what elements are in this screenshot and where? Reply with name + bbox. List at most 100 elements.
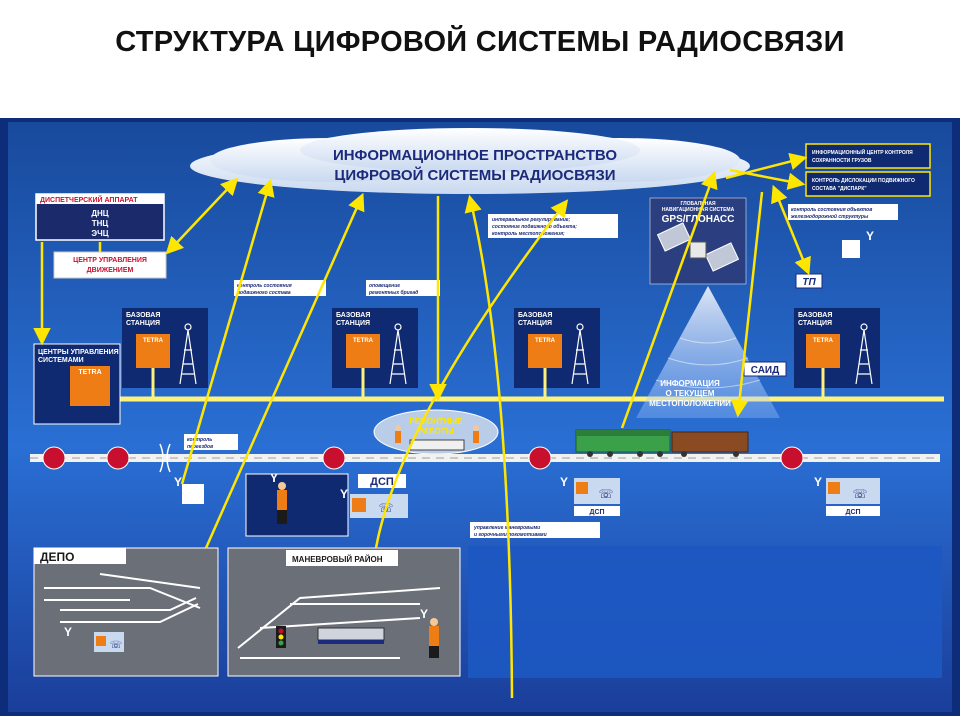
- crossing-line1: контроль: [187, 437, 212, 443]
- dsp-label-2: ДСП: [589, 509, 604, 516]
- traffic-center-line2: ДВИЖЕНИЕМ: [87, 267, 134, 274]
- cloud-line1: ИНФОРМАЦИОННОЕ ПРОСТРАНСТВО: [333, 147, 617, 164]
- system-centers-line1: ЦЕНТРЫ УПРАВЛЕНИЯ: [38, 349, 119, 356]
- information-space-cloud: ИНФОРМАЦИОННОЕ ПРОСТРАНСТВО ЦИФРОВОЙ СИС…: [190, 128, 750, 194]
- connection-lines: [33, 153, 811, 699]
- rolling-stock-line2: подвижного состава: [237, 290, 291, 296]
- dsp-station-3: ☏ Y ДСП: [814, 475, 880, 516]
- system-control-centers: ЦЕНТРЫ УПРАВЛЕНИЯ СИСТЕМАМИ TETRA: [33, 343, 121, 425]
- dsp-label-3: ДСП: [845, 509, 860, 516]
- base-station-2-line2: СТАНЦИЯ: [336, 320, 370, 327]
- antenna-icon: Y: [560, 475, 568, 489]
- cargo-info-line2: СОХРАННОСТИ ГРУЗОВ: [812, 158, 872, 164]
- base-station-1-line1: БАЗОВАЯ: [126, 312, 160, 319]
- phone-icon: ☏: [852, 487, 867, 501]
- dispatcher-item-ecc: ЭЧЦ: [91, 229, 108, 238]
- satellite-icon: [656, 222, 740, 272]
- cargo-info-line1: ИНФОРМАЦИОННЫЙ ЦЕНТР КОНТРОЛЯ: [812, 148, 913, 156]
- antenna-icon: Y: [270, 471, 278, 485]
- base-station-4-line1: БАЗОВАЯ: [798, 312, 832, 319]
- gps-caption2: НАВИГАЦИОННАЯ СИСТЕМА: [662, 207, 735, 213]
- dsp-label-main: ДСП: [370, 476, 394, 488]
- radio-tower-icon: [855, 323, 873, 385]
- signal-lights: [42, 446, 804, 470]
- radio-tower-icon: [389, 323, 407, 385]
- base-station-3-line2: СТАНЦИЯ: [518, 320, 552, 327]
- base-station-1-line2: СТАНЦИЯ: [126, 320, 160, 327]
- dispatcher-title: ДИСПЕТЧЕРСКИЙ АППАРАТ: [40, 195, 138, 204]
- signal-light-icon: [106, 446, 130, 470]
- infra-note-line2: железнодорожной структуры: [790, 213, 869, 220]
- cloud-line2: ЦИФРОВОЙ СИСТЕМЫ РАДИОСВЯЗИ: [334, 166, 615, 184]
- rolling-stock-line1: контроль состояния: [237, 283, 292, 289]
- tp-terminal: Y: [842, 229, 874, 258]
- dsp-station-main: ДСП ☏ Y Y: [245, 471, 408, 537]
- traffic-center-line1: ЦЕНТР УПРАВЛЕНИЯ: [73, 257, 147, 264]
- location-info-label: ИНФОРМАЦИЯ О ТЕКУЩЕМ МЕСТОПОЛОЖЕНИИ: [649, 379, 731, 408]
- antenna-icon: Y: [866, 229, 874, 243]
- gps-satellite: ГЛОБАЛЬНАЯ НАВИГАЦИОННАЯ СИСТЕМА GPS/ГЛО…: [649, 197, 747, 285]
- disp-park-line2: СОСТАВА "ДИСПАРК": [812, 186, 867, 192]
- antenna-icon: Y: [814, 475, 822, 489]
- repair-crews-note: оповещение ремонтных бригад: [366, 280, 440, 296]
- crossing-note: контроль переездов: [184, 434, 238, 450]
- disp-park-box: КОНТРОЛЬ ДИСЛОКАЦИИ ПОДВИЖНОГО СОСТАВА "…: [805, 171, 931, 197]
- shunting-locomotive-icon: [317, 627, 385, 644]
- crossing-icon: [159, 443, 171, 473]
- phone-icon: ☏: [598, 487, 613, 501]
- antenna-icon: Y: [420, 607, 428, 621]
- crossing-line2: переездов: [187, 444, 213, 450]
- system-centers-tetra: TETRA: [78, 369, 101, 376]
- location-info-line3: МЕСТОПОЛОЖЕНИИ: [649, 399, 731, 408]
- repair-line2: РАБОТЫ: [418, 427, 453, 436]
- location-info-line2: О ТЕКУЩЕМ: [666, 389, 715, 398]
- location-info-line1: ИНФОРМАЦИЯ: [660, 379, 720, 388]
- traffic-control-center-box: ЦЕНТР УПРАВЛЕНИЯ ДВИЖЕНИЕМ: [53, 251, 167, 279]
- gps-beam-arcs: [655, 337, 761, 389]
- base-station-1: БАЗОВАЯ СТАНЦИЯ TETRA: [122, 308, 208, 388]
- signal-light-icon: [528, 446, 552, 470]
- shunting-control-line2: и горочными локомотивами: [474, 532, 547, 538]
- signal-light-icon: [42, 446, 66, 470]
- interval-note: интервальное регулирование; состояние по…: [488, 214, 618, 238]
- dsp-station-2: ☏ Y ДСП: [560, 475, 620, 516]
- depot-tracks: [44, 573, 201, 623]
- tp-label: ТП: [795, 273, 823, 289]
- base-station-2-line1: БАЗОВАЯ: [336, 312, 370, 319]
- base-station-1-tetra: TETRA: [143, 338, 164, 344]
- tp-text: ТП: [802, 277, 816, 288]
- base-station-4: БАЗОВАЯ СТАНЦИЯ TETRA: [794, 308, 880, 388]
- base-station-3-tetra: TETRA: [535, 338, 556, 344]
- station-bus-links: [151, 368, 825, 399]
- system-centers-line2: СИСТЕМАМИ: [38, 357, 84, 364]
- worker-icon: [277, 482, 287, 524]
- interval-line1: интервальное регулирование;: [492, 217, 571, 223]
- antenna-icon: Y: [64, 625, 72, 639]
- base-station-2-tetra: TETRA: [353, 338, 374, 344]
- base-station-3: БАЗОВАЯ СТАНЦИЯ TETRA: [514, 308, 600, 388]
- shunting-district-panel: МАНЕВРОВЫЙ РАЙОН Y: [227, 547, 461, 677]
- repair-crews-line2: ремонтных бригад: [368, 289, 418, 296]
- dispatcher-box: ДИСПЕТЧЕРСКИЙ АППАРАТ ДНЦ ТНЦ ЭЧЦ: [35, 193, 165, 241]
- diagram-board: ИНФОРМАЦИОННОЕ ПРОСТРАНСТВО ЦИФРОВОЙ СИС…: [0, 118, 960, 716]
- signal-light-icon: [780, 446, 804, 470]
- phone-icon: ☏: [110, 640, 123, 651]
- dispatcher-item-tnc: ТНЦ: [92, 219, 109, 228]
- worker-icon: [429, 618, 439, 658]
- shunting-control-note: управление маневровыми и горочными локом…: [470, 522, 600, 538]
- repair-crews-line1: оповещение: [369, 283, 400, 289]
- signal-light-icon: [322, 446, 346, 470]
- repair-works-area: РЕМОНТНЫЕ РАБОТЫ: [373, 409, 499, 455]
- shunting-control-line1: управление маневровыми: [473, 525, 540, 531]
- repair-line1: РЕМОНТНЫЕ: [409, 417, 463, 426]
- dispatcher-item-dnc: ДНЦ: [91, 209, 108, 218]
- gps-caption1: ГЛОБАЛЬНАЯ: [680, 201, 716, 207]
- antenna-icon: Y: [174, 475, 182, 489]
- interval-line3: контроль местоположения;: [492, 231, 565, 237]
- page-title: СТРУКТУРА ЦИФРОВОЙ СИСТЕМЫ РАДИОСВЯЗИ: [115, 26, 845, 58]
- repair-worker-icon: [473, 425, 479, 443]
- diagram-canvas: ИНФОРМАЦИОННОЕ ПРОСТРАНСТВО ЦИФРОВОЙ СИС…: [0, 118, 960, 716]
- train-icon: [575, 429, 749, 457]
- gps-beam: [636, 286, 780, 418]
- disp-park-line1: КОНТРОЛЬ ДИСЛОКАЦИИ ПОДВИЖНОГО: [812, 178, 915, 184]
